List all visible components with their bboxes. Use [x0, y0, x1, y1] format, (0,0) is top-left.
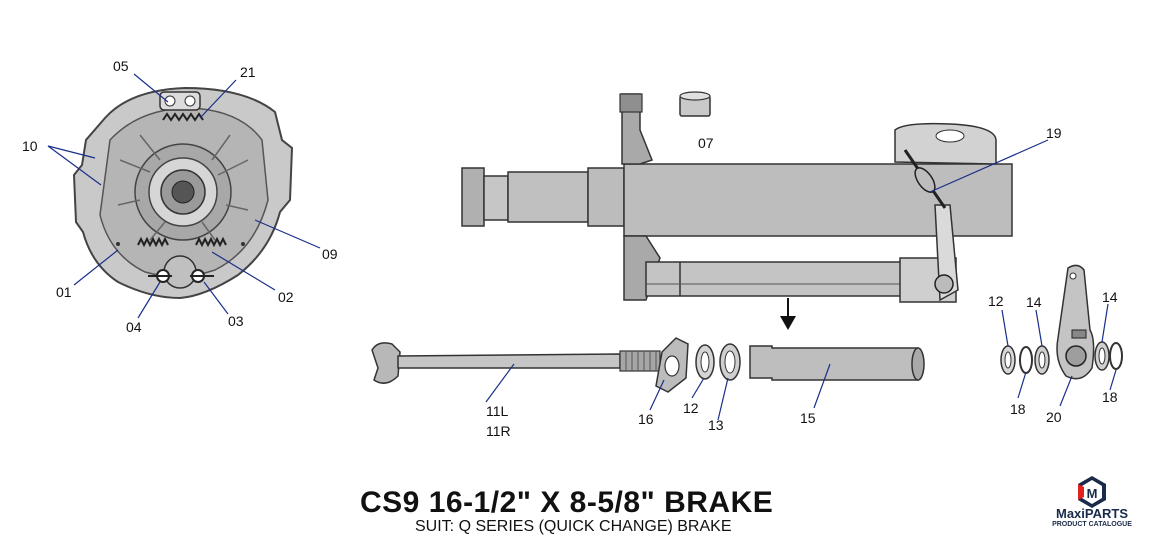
- chamber-mount-slot: [935, 129, 965, 143]
- spindle-step-1: [483, 175, 509, 221]
- logo-mark: M: [1087, 486, 1098, 501]
- callout-15: 15: [800, 410, 816, 426]
- callout-14-left: 14: [1026, 294, 1042, 310]
- callout-12-right: 12: [988, 293, 1004, 309]
- callout-16: 16: [638, 411, 654, 427]
- leader-lines-bottom: [485, 303, 1117, 421]
- axle-beam: [623, 163, 1013, 237]
- slack-adjuster-20-worm: [1071, 329, 1087, 339]
- part-12-washer-center: [695, 344, 715, 380]
- return-spring-left: [137, 236, 169, 248]
- diagram-subtitle: SUIT: Q SERIES (QUICK CHANGE) BRAKE: [415, 518, 732, 535]
- spider-top: [619, 93, 643, 113]
- part-15-tube: [749, 345, 925, 381]
- return-spring-right: [195, 236, 227, 248]
- ring-18-left: [1019, 346, 1033, 374]
- spline-ridges: [625, 351, 657, 371]
- callout-20: 20: [1046, 409, 1062, 425]
- callout-12-center: 12: [683, 400, 699, 416]
- slack-adjuster-cluster: [1000, 264, 1123, 380]
- callout-09: 09: [322, 246, 338, 262]
- slack-adjuster-hub: [934, 274, 954, 294]
- callout-10: 10: [22, 138, 38, 154]
- logo-brand: MaxiPARTS: [1056, 506, 1128, 521]
- rivet: [116, 242, 120, 246]
- spindle-step-2: [507, 171, 589, 223]
- shoe-web-ribs: [117, 134, 249, 241]
- washer-14-left-hole: [1038, 351, 1046, 369]
- callout-11l: 11L: [486, 403, 509, 419]
- cam-head: [163, 255, 197, 289]
- hub-bore: [171, 180, 195, 204]
- chamber-mount: [894, 122, 997, 165]
- spindle-bearing: [461, 167, 485, 227]
- washer-12-right-hole: [1004, 351, 1012, 369]
- camshaft-tube-assembled: [645, 261, 909, 297]
- callout-21: 21: [240, 64, 256, 80]
- explode-arrow: [780, 298, 796, 330]
- return-spring-top: [162, 112, 204, 122]
- slack-adjuster-20-hub: [1065, 345, 1087, 367]
- axle-assembly: [461, 93, 1013, 303]
- clevis: [914, 167, 936, 193]
- slack-adjuster-20-pin: [1069, 272, 1077, 280]
- maxiparts-logo: M MaxiPARTS PRODUCT CATALOGUE: [1040, 474, 1144, 534]
- part-13-seal: [719, 343, 741, 381]
- ring-18-right: [1109, 342, 1123, 370]
- callout-labels: 05 21 10 09 01 02 04 03 07 19 11L 11R 16…: [22, 58, 1118, 439]
- logo-tagline: PRODUCT CATALOGUE: [1052, 521, 1132, 528]
- callout-18-left: 18: [1010, 401, 1026, 417]
- callout-02: 02: [278, 289, 294, 305]
- spindle-step-3: [587, 167, 625, 227]
- callout-03: 03: [228, 313, 244, 329]
- part-07-bush: [679, 91, 711, 117]
- washer-14-right-hole: [1098, 347, 1106, 365]
- callout-01: 01: [56, 284, 72, 300]
- callout-13: 13: [708, 417, 724, 433]
- leader-lines-left: [47, 73, 321, 319]
- rivet: [241, 242, 245, 246]
- anchor-pin-2: [184, 95, 196, 107]
- hexagon-logo-icon: M: [1078, 476, 1106, 508]
- brake-shoe-assembly: [72, 86, 294, 300]
- callout-18-right: 18: [1102, 389, 1118, 405]
- callout-11r: 11R: [486, 423, 511, 439]
- callout-05: 05: [113, 58, 129, 74]
- camshaft-shaft: [397, 353, 621, 369]
- callout-14-right: 14: [1102, 289, 1118, 305]
- callout-19: 19: [1046, 125, 1062, 141]
- camshaft-11: [371, 342, 661, 384]
- leader-lines-centre: [929, 139, 1049, 193]
- part-16-bracket: [655, 337, 689, 393]
- cam-head-s: [371, 342, 401, 384]
- anchor-pin: [164, 95, 176, 107]
- diagram-title: CS9 16-1/2" X 8-5/8" BRAKE: [360, 486, 774, 519]
- callout-04: 04: [126, 319, 142, 335]
- callout-07: 07: [698, 135, 714, 151]
